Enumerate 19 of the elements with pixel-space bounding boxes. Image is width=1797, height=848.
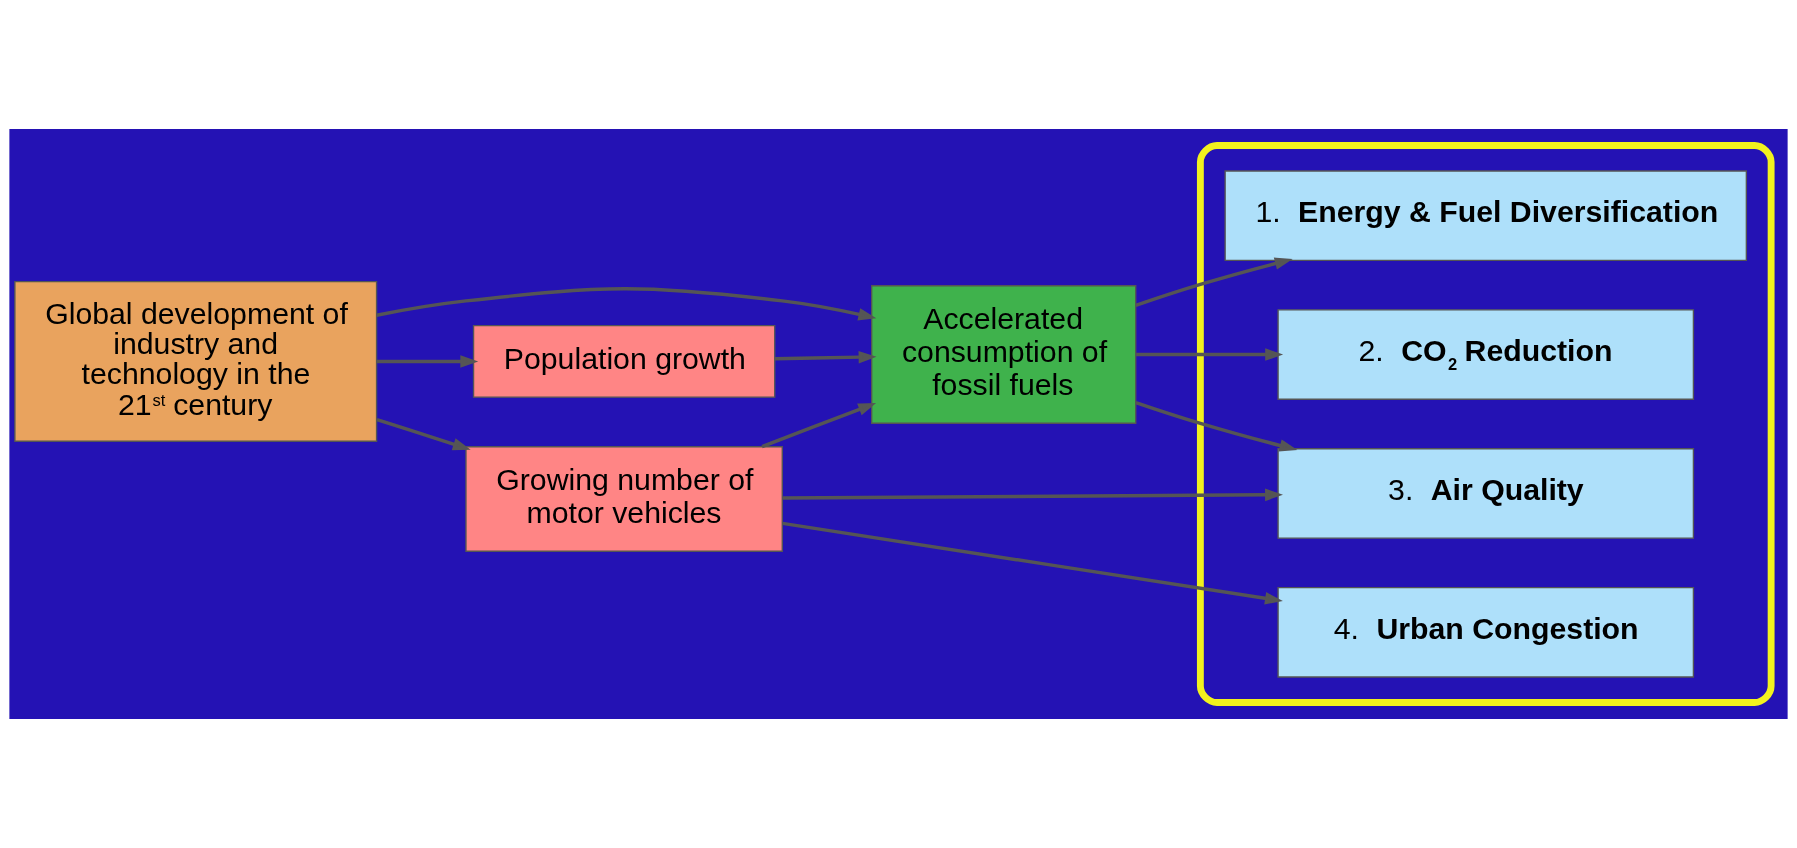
node-box: 4. Urban Congestion [1277, 586, 1695, 678]
arrow [774, 350, 877, 364]
node-box: 3. Air Quality [1277, 448, 1695, 539]
node-box: 2. CO$_{2}$ Reduction [1277, 309, 1695, 400]
node-box: Growing number of motor vehicles [465, 446, 783, 552]
arrow [377, 355, 479, 368]
arrow [376, 417, 471, 451]
arrow [1135, 400, 1298, 452]
arrow [376, 287, 877, 321]
node-box: Accelerated consumption of fossil fuels [871, 285, 1137, 424]
arrow [1136, 348, 1284, 361]
cluster [1196, 142, 1775, 706]
node-box: Global development of industry and technology in the 21$^{st}$ century [14, 280, 378, 442]
arrow [1135, 257, 1293, 308]
arrow [782, 488, 1283, 502]
node-box: Population growth [472, 325, 776, 398]
arrow [761, 402, 877, 449]
node-box: 1. Energy & Fuel Diversification [1224, 170, 1748, 262]
arrow [782, 521, 1283, 605]
